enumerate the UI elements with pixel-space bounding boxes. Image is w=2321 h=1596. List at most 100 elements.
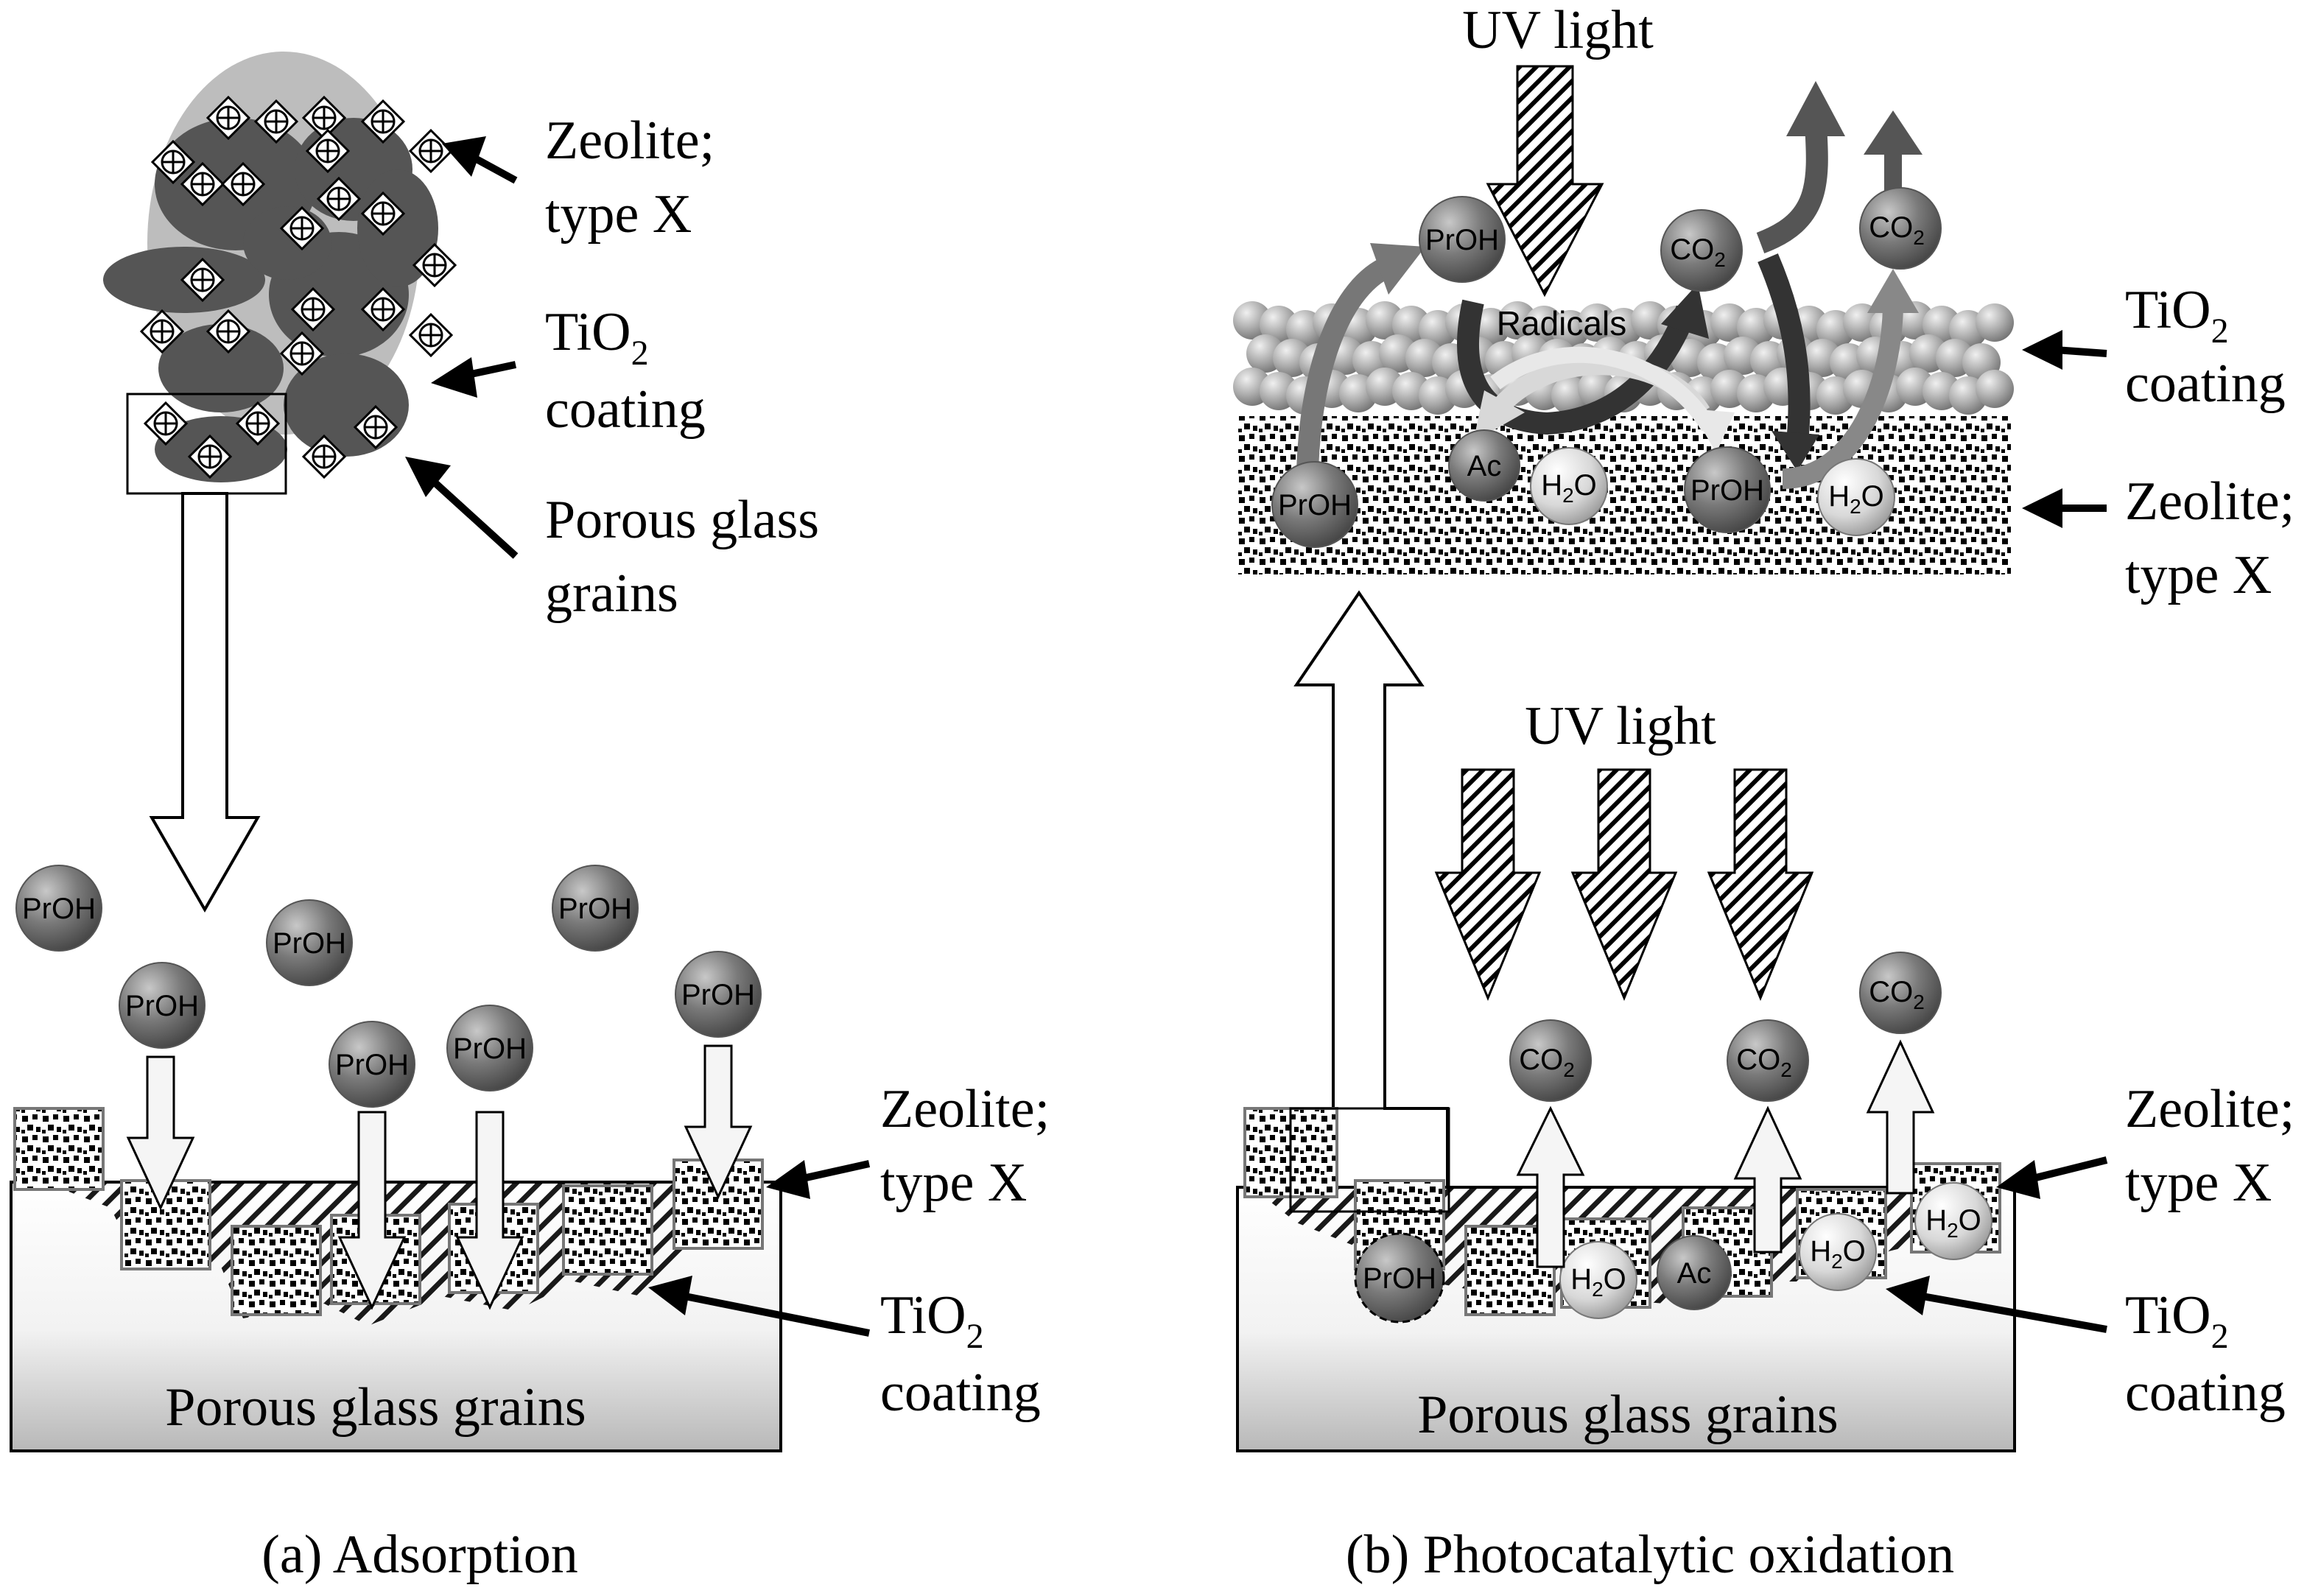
base-label-b: Porous glass grains bbox=[1417, 1385, 1838, 1445]
zeolite-crystal bbox=[279, 205, 325, 251]
svg-text:PrOH: PrOH bbox=[1425, 224, 1499, 256]
proh-molecule: PrOH bbox=[329, 1021, 415, 1108]
h2o-molecule: H2O bbox=[1817, 458, 1895, 536]
co2-molecule: CO2 bbox=[1859, 952, 1942, 1034]
base-label-a: Porous glass grains bbox=[165, 1377, 586, 1438]
proh-molecule: PrOH bbox=[1419, 196, 1506, 283]
zeolite-crystal bbox=[301, 95, 347, 141]
molecules-b-top: PrOH CO2 CO2 PrOH Ac H2O PrOH H2O bbox=[1271, 187, 1942, 548]
zeolite-crystal bbox=[360, 286, 406, 332]
co2-molecule: CO2 bbox=[1660, 209, 1743, 292]
zeolite-crystal bbox=[180, 161, 225, 207]
caption-b: (b) Photocatalytic oxidation bbox=[1346, 1525, 1954, 1585]
zeolite-crystal bbox=[139, 309, 185, 354]
adsorption-arrows-a bbox=[126, 1044, 753, 1310]
svg-text:PrOH: PrOH bbox=[1363, 1262, 1436, 1295]
svg-text:PrOH: PrOH bbox=[558, 893, 632, 925]
zeolite-crystal bbox=[316, 176, 362, 222]
pointer-arrows-b-bottom bbox=[1886, 1156, 2108, 1333]
zeolite-label-a2: Zeolite; type X bbox=[880, 1079, 1064, 1213]
zeolite-crystal bbox=[360, 99, 406, 144]
svg-text:PrOH: PrOH bbox=[335, 1049, 409, 1081]
proh-molecules-a: PrOH PrOH PrOH PrOH PrOH PrOH PrOH bbox=[15, 865, 762, 1108]
zeolite-crystal bbox=[187, 434, 233, 479]
pointer-arrows-b-top bbox=[2022, 330, 2107, 528]
zeolite-crystal bbox=[206, 95, 251, 141]
zeolite-cluster-a bbox=[103, 52, 457, 495]
h2o-molecule: H2O bbox=[1530, 447, 1608, 525]
zeolite-crystal bbox=[353, 404, 398, 450]
zeolite-crystal bbox=[220, 161, 266, 207]
zeolite-crystal bbox=[235, 401, 281, 446]
h2o-molecule: H2O bbox=[1799, 1213, 1877, 1291]
uv-label-mid: UV light bbox=[1525, 696, 1716, 756]
zeolite-crystals-a bbox=[139, 95, 457, 479]
zeolite-label-b: Zeolite; type X bbox=[2125, 471, 2308, 605]
co2-molecule: CO2 bbox=[1859, 187, 1942, 270]
reaction-arrows-b bbox=[1296, 81, 1923, 489]
co2-molecule: CO2 bbox=[1509, 1019, 1592, 1102]
pointer-arrows-a-bottom bbox=[648, 1160, 871, 1337]
svg-text:H2O: H2O bbox=[1810, 1235, 1866, 1273]
zeolite-crystal bbox=[360, 191, 406, 236]
radicals-label: Radicals bbox=[1497, 304, 1626, 342]
proh-molecule: PrOH bbox=[15, 865, 102, 952]
svg-text:H2O: H2O bbox=[1541, 469, 1597, 507]
pointer-arrows-a-top bbox=[405, 136, 519, 559]
zeolite-label-a: Zeolite; type X bbox=[545, 110, 728, 245]
proh-molecule: PrOH bbox=[1684, 446, 1771, 533]
zeolite-blocks-a bbox=[13, 1107, 764, 1316]
svg-text:H2O: H2O bbox=[1570, 1263, 1626, 1301]
zeolite-crystal bbox=[206, 309, 251, 354]
svg-text:PrOH: PrOH bbox=[125, 990, 199, 1022]
zeolite-crystal bbox=[305, 128, 351, 174]
desorption-arrows-b bbox=[1516, 1039, 1935, 1268]
proh-molecule: PrOH bbox=[266, 899, 353, 986]
zeolite-crystal bbox=[290, 286, 336, 332]
svg-text:H2O: H2O bbox=[1828, 480, 1884, 518]
zeolite-crystal bbox=[408, 312, 454, 358]
zeolite-crystal bbox=[150, 139, 196, 185]
zeolite-crystal bbox=[143, 401, 189, 446]
zeolite-crystal bbox=[412, 242, 457, 288]
proh-molecule: PrOH bbox=[1354, 1232, 1445, 1323]
tio2-particle bbox=[1976, 370, 2014, 408]
zeolite-crystal bbox=[301, 434, 347, 479]
svg-text:PrOH: PrOH bbox=[22, 893, 96, 925]
co2-molecule: CO2 bbox=[1727, 1019, 1809, 1102]
tio2-label-b: TiO2 coating bbox=[2125, 280, 2286, 414]
svg-text:PrOH: PrOH bbox=[1690, 474, 1764, 507]
h2o-molecule: H2O bbox=[1559, 1241, 1637, 1319]
proh-molecule: PrOH bbox=[552, 865, 639, 952]
svg-text:CO2: CO2 bbox=[1519, 1044, 1575, 1081]
glass-label-a: Porous glass grains bbox=[545, 490, 833, 624]
uv-label-top: UV light bbox=[1462, 0, 1654, 60]
proh-molecule: PrOH bbox=[1271, 461, 1358, 548]
svg-text:PrOH: PrOH bbox=[681, 979, 755, 1011]
zeolite-crystal bbox=[279, 331, 325, 376]
uv-arrows-mid bbox=[1434, 768, 1814, 1001]
svg-text:CO2: CO2 bbox=[1869, 211, 1925, 249]
proh-molecule: PrOH bbox=[446, 1005, 533, 1091]
svg-text:Ac: Ac bbox=[1467, 450, 1502, 482]
zeolite-label-b2: Zeolite; type X bbox=[2125, 1079, 2308, 1213]
zoom-arrow-b bbox=[1293, 590, 1449, 1213]
zeolite-crystal bbox=[408, 128, 454, 174]
uv-arrow-top bbox=[1486, 65, 1604, 298]
tio2-label-a: TiO2 coating bbox=[545, 302, 706, 440]
proh-molecule: PrOH bbox=[675, 951, 762, 1038]
zeolite-crystal bbox=[180, 257, 225, 303]
svg-text:CO2: CO2 bbox=[1736, 1044, 1792, 1081]
svg-text:PrOH: PrOH bbox=[453, 1033, 527, 1065]
svg-text:CO2: CO2 bbox=[1670, 233, 1726, 271]
svg-text:Ac: Ac bbox=[1677, 1257, 1712, 1290]
tio2-label-b2: TiO2 coating bbox=[2125, 1285, 2286, 1423]
caption-a: (a) Adsorption bbox=[261, 1525, 578, 1585]
svg-text:PrOH: PrOH bbox=[1278, 489, 1352, 521]
svg-text:CO2: CO2 bbox=[1869, 976, 1925, 1013]
tio2-particle bbox=[1976, 303, 2014, 342]
tio2-label-a2: TiO2 coating bbox=[880, 1285, 1041, 1423]
zoom-box-b bbox=[1289, 1107, 1450, 1213]
zeolite-crystal bbox=[253, 99, 299, 144]
